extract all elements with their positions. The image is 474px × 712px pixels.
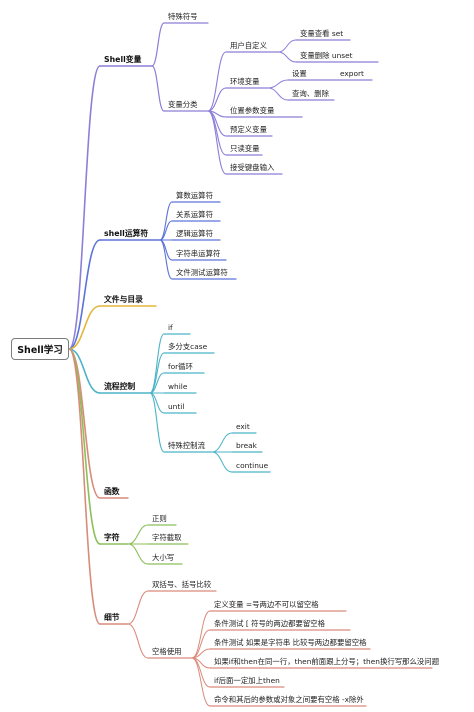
connector xyxy=(127,590,149,625)
connector xyxy=(151,22,165,67)
connector xyxy=(207,87,227,112)
connector xyxy=(159,239,173,280)
node-special-flow[interactable]: 特殊控制流 xyxy=(168,441,205,450)
connector xyxy=(149,352,165,394)
connector xyxy=(149,392,165,453)
connector xyxy=(211,432,233,453)
category-characters[interactable]: 字符 xyxy=(104,533,120,542)
category-functions[interactable]: 函数 xyxy=(104,487,120,496)
node-readonly-vars[interactable]: 只读变量 xyxy=(230,144,260,153)
connector xyxy=(127,623,149,659)
node-space-rule-3[interactable]: 条件测试 如果是字符串 比较号两边都要留空格 xyxy=(214,638,367,647)
node-space-rule-4[interactable]: 如果if和then在同一行，then前面跟上分号；then换行写那么没问题 xyxy=(214,657,440,666)
connector xyxy=(191,610,211,659)
category-shell-variables[interactable]: Shell变量 xyxy=(104,55,142,64)
category-details[interactable]: 细节 xyxy=(104,613,120,622)
node-space-rule-2[interactable]: 条件测试 [ 符号的两边都要留空格 xyxy=(214,619,326,628)
connector xyxy=(207,110,227,156)
connector xyxy=(211,451,233,473)
node-arith-op[interactable]: 算数运算符 xyxy=(176,191,213,200)
edge-root-chars xyxy=(68,348,101,545)
node-space-rule-6[interactable]: 命令和其后的参数或对象之间要有空格 -x除外 xyxy=(214,695,364,704)
connector xyxy=(267,79,289,89)
node-var-delete-unset[interactable]: 变量删除 unset xyxy=(300,51,353,60)
connector xyxy=(151,65,165,112)
connector xyxy=(277,39,297,53)
node-variable-types[interactable]: 变量分类 xyxy=(168,100,198,109)
edge-root-flow xyxy=(68,348,101,394)
connector xyxy=(277,51,297,63)
node-while[interactable]: while xyxy=(168,382,188,391)
connector xyxy=(207,51,227,112)
node-until[interactable]: until xyxy=(168,402,185,411)
node-string-op[interactable]: 字符串运算符 xyxy=(176,249,221,258)
category-files-dirs[interactable]: 文件与目录 xyxy=(104,295,143,304)
node-continue[interactable]: continue xyxy=(236,461,269,470)
node-predefined-vars[interactable]: 预定义变量 xyxy=(230,125,267,134)
connector xyxy=(127,543,149,565)
node-if[interactable]: if xyxy=(168,323,173,332)
connector xyxy=(159,201,173,241)
category-flow-control[interactable]: 流程控制 xyxy=(104,382,136,391)
edge-root-shell-var xyxy=(68,65,101,350)
edge-root-files xyxy=(68,305,101,350)
connector xyxy=(149,372,165,394)
node-regex[interactable]: 正则 xyxy=(152,514,167,523)
category-shell-operators[interactable]: shell运算符 xyxy=(104,229,149,238)
edge-root-shell-op xyxy=(68,239,101,350)
node-file-test-op[interactable]: 文件测试运算符 xyxy=(176,268,228,277)
node-keyboard-input[interactable]: 接受键盘输入 xyxy=(230,163,275,172)
node-for-loop[interactable]: for循环 xyxy=(168,362,193,371)
node-double-brackets[interactable]: 双括号、括号比较 xyxy=(152,580,212,589)
root-node[interactable]: Shell学习 xyxy=(11,338,69,360)
node-var-view-set[interactable]: 变量查看 set xyxy=(300,29,344,38)
node-env-variables[interactable]: 环境变量 xyxy=(230,77,260,86)
node-exit[interactable]: exit xyxy=(236,422,250,431)
node-query-delete[interactable]: 查询、删除 xyxy=(292,89,329,98)
node-set[interactable]: 设置 xyxy=(292,69,307,78)
node-positional-params[interactable]: 位置参数变量 xyxy=(230,106,275,115)
node-case[interactable]: 多分支case xyxy=(168,342,208,351)
node-special-symbols[interactable]: 特殊符号 xyxy=(168,12,198,21)
node-break[interactable]: break xyxy=(236,441,257,450)
node-space-rule-1[interactable]: 定义变量 =号两边不可以留空格 xyxy=(214,600,319,609)
node-export[interactable]: export xyxy=(340,69,364,78)
node-user-defined[interactable]: 用户自定义 xyxy=(230,41,267,50)
connector xyxy=(207,110,227,175)
node-string-cut[interactable]: 字符截取 xyxy=(152,533,182,542)
node-logic-op[interactable]: 逻辑运算符 xyxy=(176,229,213,238)
connector xyxy=(191,657,211,707)
node-space-rule-5[interactable]: if后面一定加上then xyxy=(214,676,280,685)
connector xyxy=(191,629,211,659)
node-space-usage[interactable]: 空格使用 xyxy=(152,647,182,656)
connector xyxy=(267,87,289,101)
edge-root-details xyxy=(68,348,101,625)
node-upper-lower[interactable]: 大小写 xyxy=(152,553,175,562)
node-relation-op[interactable]: 关系运算符 xyxy=(176,210,213,219)
connector xyxy=(127,524,149,545)
